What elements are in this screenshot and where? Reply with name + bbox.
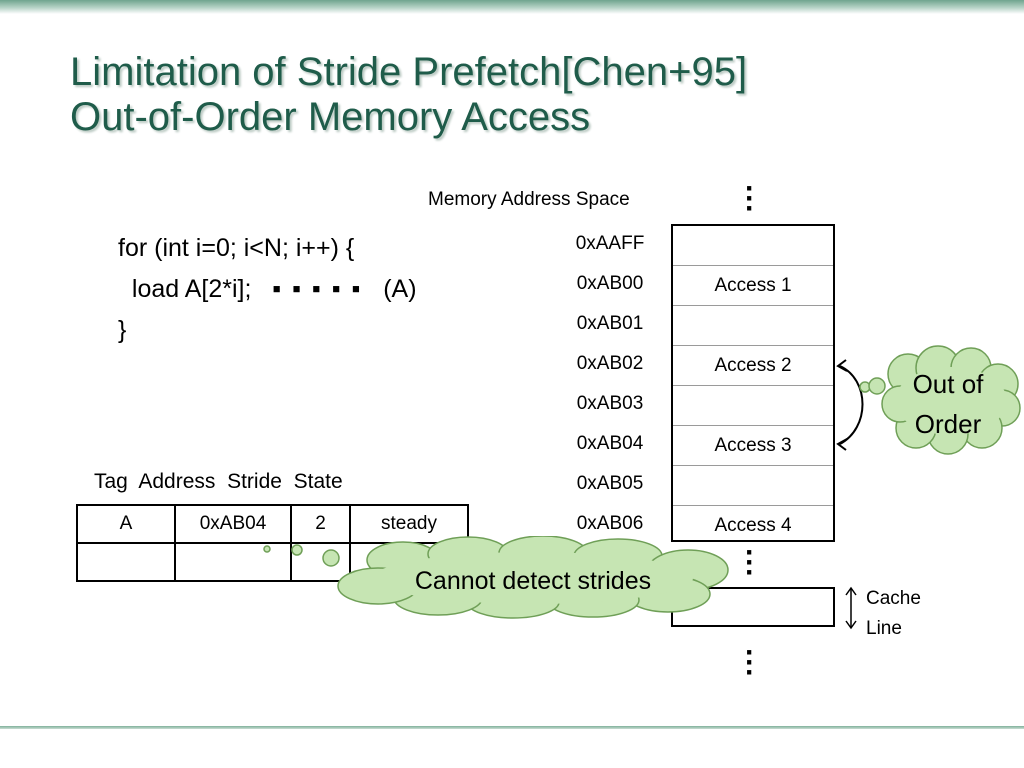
code-load-statement: load A[2*i]; bbox=[118, 275, 252, 303]
memory-address-label: 0xAAFF bbox=[575, 233, 645, 254]
header-state: State bbox=[293, 470, 343, 493]
out-of-order-line-2: Order bbox=[914, 409, 982, 439]
out-of-order-arrow-icon bbox=[836, 359, 864, 451]
top-decorative-band bbox=[0, 0, 1024, 14]
cache-label-1: Cache bbox=[866, 588, 921, 609]
memory-row: Access 4 bbox=[714, 515, 792, 536]
memory-heading: Memory Address Space bbox=[428, 189, 630, 210]
stride-cell-stride: 2 bbox=[315, 513, 326, 534]
memory-row: Access 3 bbox=[673, 426, 833, 466]
code-line-1: for (int i=0; i<N; i++) { bbox=[118, 234, 355, 262]
code-line-2: load A[2*i]; ▪ ▪ ▪ ▪ ▪ (A) bbox=[118, 269, 417, 310]
memory-address-label: 0xAB05 bbox=[576, 473, 644, 494]
slide-title: Limitation of Stride Prefetch[Chen+95] O… bbox=[70, 50, 970, 140]
stride-table-row-divider bbox=[78, 542, 467, 544]
memory-address-label: 0xAB02 bbox=[576, 353, 644, 374]
memory-row bbox=[673, 226, 833, 266]
cannot-detect-cloud bbox=[263, 536, 729, 619]
ellipsis-bottom-icon: ··· bbox=[745, 636, 755, 689]
stride-table-col-divider bbox=[174, 506, 176, 580]
stride-table-header: Tag Address Stride State bbox=[94, 470, 343, 494]
code-dotted-leader: ▪ ▪ ▪ ▪ ▪ bbox=[272, 275, 363, 303]
memory-row: Access 1 bbox=[673, 266, 833, 306]
memory-address-label: 0xAB04 bbox=[576, 433, 644, 454]
memory-address-label: 0xAB01 bbox=[576, 313, 644, 334]
cannot-detect-text: Cannot detect strides bbox=[414, 567, 652, 595]
memory-row: Access 2 bbox=[673, 346, 833, 386]
code-line-3: } bbox=[118, 316, 127, 344]
out-of-order-text: Out of Order bbox=[892, 364, 1004, 444]
stride-table-col-divider bbox=[290, 506, 292, 580]
ellipsis-middle-icon: ··· bbox=[745, 536, 755, 589]
stride-table-col-divider bbox=[349, 506, 351, 580]
out-of-order-cloud bbox=[859, 345, 1021, 455]
memory-table: Access 1 Access 2 Access 3 Access 4 bbox=[671, 224, 835, 542]
cache-line-arrow-icon bbox=[845, 586, 857, 630]
cache-label-2: Line bbox=[866, 618, 902, 639]
out-of-order-line-1: Out of bbox=[912, 369, 984, 399]
memory-row bbox=[673, 466, 833, 506]
header-address: Address bbox=[138, 470, 216, 493]
memory-row bbox=[673, 386, 833, 426]
ellipsis-top-icon: ··· bbox=[745, 172, 755, 225]
header-tag: Tag bbox=[94, 470, 128, 493]
memory-address-label: 0xAB00 bbox=[576, 273, 644, 294]
title-line-1: Limitation of Stride Prefetch[Chen+95] bbox=[70, 50, 748, 94]
stride-cell-tag: A bbox=[119, 513, 133, 534]
bottom-decorative-line bbox=[0, 726, 1024, 729]
title-line-2: Out-of-Order Memory Access bbox=[70, 95, 591, 139]
memory-row bbox=[673, 306, 833, 346]
memory-address-label: 0xAB06 bbox=[576, 513, 644, 534]
stride-cell-state: steady bbox=[381, 513, 437, 534]
stride-cell-address: 0xAB04 bbox=[199, 513, 267, 534]
code-label-a: (A) bbox=[383, 275, 417, 303]
code-snippet: for (int i=0; i<N; i++) { load A[2*i]; ▪… bbox=[118, 228, 417, 351]
header-stride: Stride bbox=[227, 470, 282, 493]
memory-address-label: 0xAB03 bbox=[576, 393, 644, 414]
